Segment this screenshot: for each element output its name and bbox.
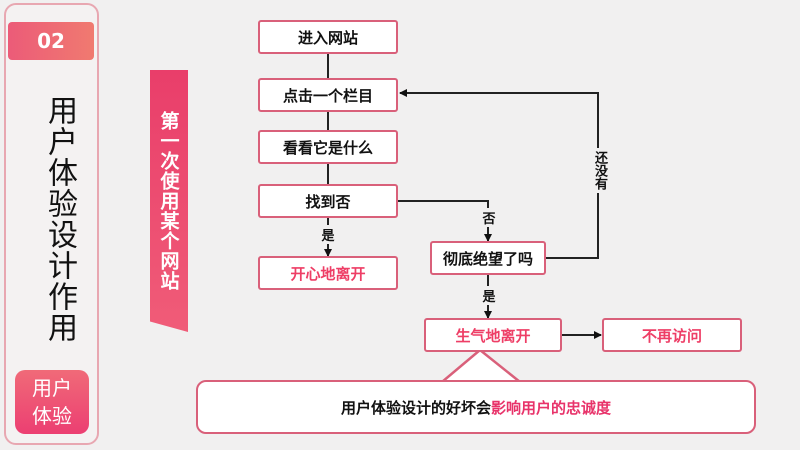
node-leave-happy: 开心地离开 bbox=[258, 256, 398, 290]
node-found: 找到否 bbox=[258, 184, 398, 218]
conclusion-callout: 用户体验设计的好坏会影响用户的忠诚度 bbox=[196, 380, 756, 434]
label-yes-1: 是 bbox=[318, 225, 338, 244]
node-despair: 彻底绝望了吗 bbox=[430, 241, 546, 275]
ux-badge: 用户 体验 bbox=[15, 370, 89, 434]
callout-pointer bbox=[441, 348, 521, 383]
label-yes-2: 是 bbox=[479, 286, 499, 305]
ux-badge-line2: 体验 bbox=[32, 404, 72, 428]
node-enter-site: 进入网站 bbox=[258, 20, 398, 54]
ux-badge-line1: 用户 bbox=[32, 376, 72, 400]
node-click-column: 点击一个栏目 bbox=[258, 78, 398, 112]
section-number: 02 bbox=[37, 29, 65, 53]
node-see-what: 看看它是什么 bbox=[258, 130, 398, 164]
node-leave-angry: 生气地离开 bbox=[424, 318, 562, 352]
callout-highlight: 影响用户的忠诚度 bbox=[491, 398, 612, 417]
connector-found-despair bbox=[396, 200, 492, 242]
callout-text: 用户体验设计的好坏会 bbox=[340, 398, 491, 417]
node-no-return: 不再访问 bbox=[602, 318, 742, 352]
label-not-yet: 还没有 bbox=[588, 148, 608, 193]
vertical-ribbon: 第一次使用某个网站 bbox=[150, 70, 188, 332]
section-number-badge: 02 bbox=[8, 22, 94, 60]
section-title: 用户体验设计作用 bbox=[42, 95, 77, 343]
connector-loop-back bbox=[399, 89, 599, 259]
label-no: 否 bbox=[479, 208, 499, 227]
